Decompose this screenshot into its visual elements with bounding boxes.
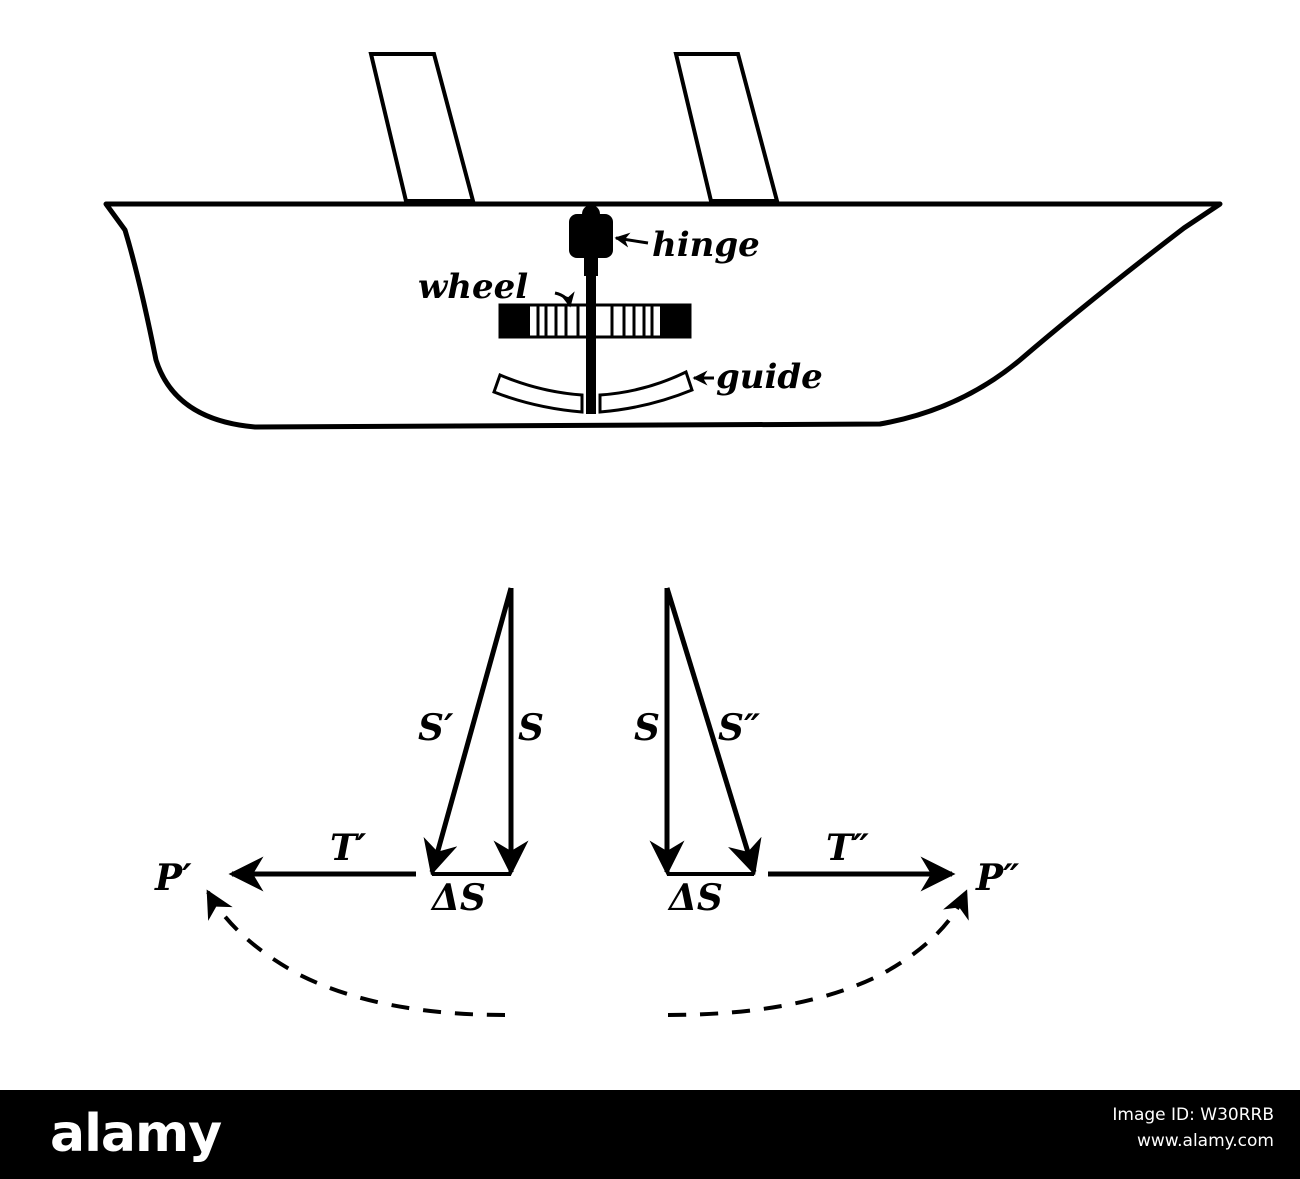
delta-s-left-label: ΔS bbox=[430, 877, 486, 919]
wheel-pointer bbox=[554, 291, 575, 308]
steering-shaft bbox=[586, 270, 596, 414]
vector-s-double bbox=[664, 587, 762, 876]
s-double-label: S″ bbox=[718, 707, 760, 749]
hinge-block bbox=[569, 214, 613, 258]
p-prime-label: P′ bbox=[154, 857, 192, 899]
ship: hinge wheel guide bbox=[103, 52, 1223, 430]
watermark-footer: alamy Image ID: W30RRB www.alamy.com bbox=[0, 1090, 1300, 1179]
image-url: www.alamy.com bbox=[1136, 1131, 1274, 1151]
ship-steering-diagram: hinge wheel guide S′ S S S″ T′ T″ P′ P″ … bbox=[103, 52, 1223, 1017]
image-id-block: Image ID: W30RRB www.alamy.com bbox=[1112, 1102, 1274, 1154]
hinge-pointer bbox=[614, 232, 649, 248]
vector-diagram bbox=[206, 587, 969, 1017]
delta-s-right-label: ΔS bbox=[667, 877, 723, 919]
alamy-logo: alamy bbox=[50, 1104, 222, 1164]
funnel-left bbox=[368, 52, 476, 203]
p-double-label: P″ bbox=[975, 857, 1019, 899]
swing-arc-left bbox=[206, 889, 506, 1017]
t-double-label: T″ bbox=[826, 827, 869, 869]
funnel-right bbox=[673, 52, 780, 203]
vector-s-prime bbox=[423, 587, 514, 876]
s-label-right: S bbox=[634, 707, 660, 749]
guide bbox=[492, 369, 694, 414]
hinge-label: hinge bbox=[652, 225, 760, 265]
s-prime-label: S′ bbox=[418, 707, 454, 749]
swing-arc-right bbox=[667, 889, 969, 1017]
wheel bbox=[498, 303, 692, 339]
image-id: Image ID: W30RRB bbox=[1112, 1105, 1274, 1125]
t-prime-label: T′ bbox=[330, 827, 367, 869]
wheel-label: wheel bbox=[418, 267, 528, 307]
s-label-left: S bbox=[518, 707, 544, 749]
guide-label: guide bbox=[716, 357, 823, 397]
